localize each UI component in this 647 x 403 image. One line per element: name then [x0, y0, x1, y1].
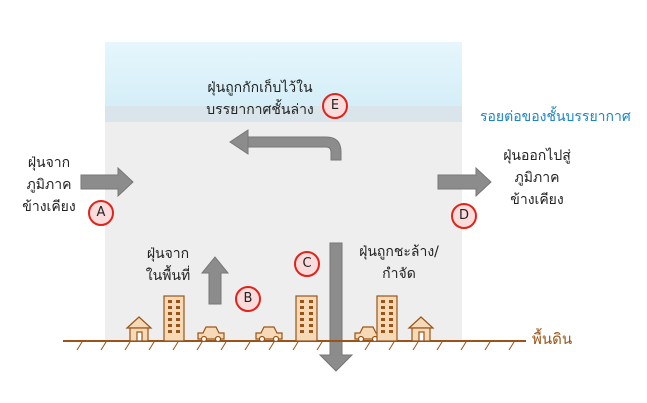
badge-c: C	[294, 251, 320, 277]
trapped-label-line2: บรรยากาศชั้นล่าง	[206, 102, 314, 118]
local-source-label: ฝุ่นจาก ในพื้นที่	[136, 243, 200, 287]
trapped-label-line1: ฝุ่นถูกกักเก็บไว้ใน	[207, 80, 313, 96]
removal-label-line2: กำจัด	[382, 266, 416, 282]
trapped-curved-arrow	[229, 129, 342, 161]
outflow-label-line1: ฝุ่นออกไปสู่	[503, 148, 571, 164]
outflow-label: ฝุ่นออกไปสู่ ภูมิภาค ข้างเคียง	[494, 145, 580, 211]
badge-b: B	[235, 286, 261, 312]
removal-label: ฝุ่นถูกชะล้าง/ กำจัด	[350, 241, 448, 285]
house-right	[407, 316, 435, 342]
inflow-label: ฝุ่นจาก ภูมิภาค ข้างเคียง	[14, 152, 84, 218]
inflow-label-line3: ข้างเคียง	[22, 199, 76, 215]
local-source-label-line1: ฝุ่นจาก	[146, 246, 190, 262]
boundary-label: รอยต่อของชั้นบรรยากาศ	[480, 109, 631, 125]
inflow-label-line1: ฝุ่นจาก	[27, 155, 71, 171]
lower-atmosphere	[105, 122, 462, 341]
removal-arrow	[318, 242, 354, 372]
building-2	[295, 295, 318, 342]
house-left	[125, 316, 153, 342]
boundary-band	[105, 106, 462, 122]
local-source-label-line2: ในพื้นที่	[145, 268, 191, 284]
ground-label: พื้นดิน	[532, 330, 573, 348]
badge-e: E	[322, 93, 348, 119]
outflow-label-line3: ข้างเคียง	[510, 192, 564, 208]
car-2	[255, 326, 283, 343]
building-3	[376, 295, 398, 342]
inflow-arrow	[80, 166, 134, 198]
inflow-label-line2: ภูมิภาค	[26, 177, 72, 193]
badge-d: D	[451, 203, 477, 229]
car-1	[197, 326, 225, 343]
building-1	[163, 295, 185, 342]
car-3	[354, 326, 382, 343]
outflow-label-line2: ภูมิภาค	[514, 170, 560, 186]
outflow-arrow	[437, 166, 492, 198]
upper-atmosphere	[105, 42, 462, 106]
badge-a: A	[88, 200, 114, 226]
removal-label-line1: ฝุ่นถูกชะล้าง/	[359, 244, 439, 260]
local-emission-arrow	[200, 256, 230, 305]
ground-hatching	[76, 341, 515, 351]
trapped-label: ฝุ่นถูกกักเก็บไว้ใน บรรยากาศชั้นล่าง	[190, 77, 330, 121]
